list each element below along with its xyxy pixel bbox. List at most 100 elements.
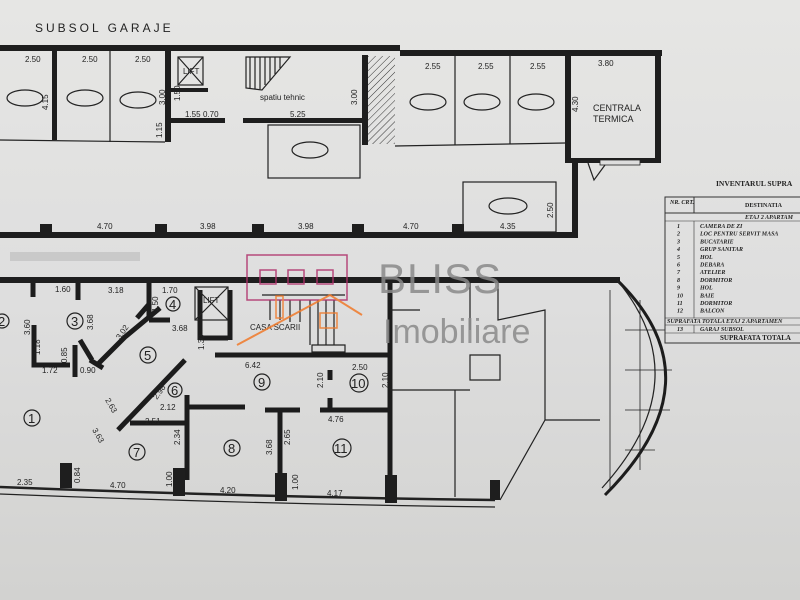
table-cell-name: CAMERA DE ZI xyxy=(700,224,743,230)
pillar xyxy=(352,224,364,234)
pillar xyxy=(275,473,287,501)
dim: 2.55 xyxy=(478,62,494,71)
table-cell-nr: 13 xyxy=(677,327,683,333)
parking-label-oval xyxy=(119,91,157,109)
table-cell-name: DEBARA xyxy=(699,263,724,269)
dim: 2.65 xyxy=(283,429,292,445)
dim: 3.63 xyxy=(90,427,106,445)
table-cell-nr: 12 xyxy=(677,309,683,315)
room-number: 11 xyxy=(334,441,348,456)
parking-stall-lower-right xyxy=(462,181,557,233)
apartment-floor-plan: LIFT CASA SCARII 2 1 3 4 5 6 7 8 9 10 11… xyxy=(0,252,672,508)
table-cell-name: HOL xyxy=(699,255,713,261)
dim: 4.70 xyxy=(110,481,126,490)
dim: 3.98 xyxy=(298,222,314,231)
dim: 2.10 xyxy=(381,372,390,388)
dim: 3.18 xyxy=(108,286,124,295)
parking-label-oval xyxy=(463,93,501,111)
room-number: 9 xyxy=(258,375,265,390)
dim: 1.00 xyxy=(165,471,174,487)
dim: 3.68 xyxy=(265,439,274,455)
dim: 2.50 xyxy=(82,55,98,64)
lift-label: LIFT xyxy=(183,67,200,76)
logo-frame xyxy=(246,254,348,301)
pillar xyxy=(155,224,167,234)
dim: 0.90 xyxy=(80,366,96,375)
lift-label: LIFT xyxy=(203,296,220,305)
dim: 3.80 xyxy=(598,59,614,68)
watermark-brand: BLISS xyxy=(378,255,502,302)
parking-label-oval xyxy=(291,141,329,159)
parking-label-oval xyxy=(6,89,44,107)
room-number: 10 xyxy=(351,376,365,391)
room-number: 5 xyxy=(144,348,151,363)
pillar xyxy=(490,480,500,500)
wall xyxy=(170,118,225,123)
logo-door xyxy=(319,312,338,329)
dim: 1.70 xyxy=(162,286,178,295)
lift-shaft xyxy=(194,286,229,321)
wall xyxy=(243,118,363,123)
dim: 2.50 xyxy=(135,55,151,64)
balcony-curve xyxy=(603,278,668,497)
dim: 2.55 xyxy=(530,62,546,71)
dim: 2.98 xyxy=(151,383,168,401)
table-cell-name: ATELIER xyxy=(699,270,725,276)
boiler-door-swing xyxy=(587,162,606,182)
dim: 3.00 xyxy=(350,89,359,105)
dim: 1.18 xyxy=(33,339,42,355)
dim: 4.15 xyxy=(41,94,50,110)
inventory-title: INVENTARUL SUPRA xyxy=(716,179,793,188)
table-cell-nr: 4 xyxy=(676,247,680,253)
dim: 2.51 xyxy=(145,417,161,426)
dim: 3.60 xyxy=(23,319,32,335)
dim: 4.70 xyxy=(97,222,113,231)
pillar xyxy=(60,463,72,488)
dim: 5.25 xyxy=(290,110,306,119)
dim: 4.70 xyxy=(403,222,419,231)
boiler-wall-left xyxy=(565,52,571,162)
table-subtotal: SUPRAFATA TOTALA ETAJ 2 APARTAMEN xyxy=(667,319,783,325)
dim: 2.63 xyxy=(103,397,119,415)
outer-wall-bottom xyxy=(0,232,578,238)
pillar xyxy=(40,224,52,234)
table-header: NR. CRT. xyxy=(669,200,694,206)
outer-wall-bottom xyxy=(0,485,496,502)
parking-label-oval xyxy=(517,93,555,111)
room-number: 1 xyxy=(28,411,35,426)
boiler-door-steps xyxy=(599,159,641,166)
wall xyxy=(362,55,368,145)
outer-wall-top-right xyxy=(400,50,662,56)
outer-wall-lower-right xyxy=(572,160,578,238)
dim: 4.20 xyxy=(220,486,236,495)
basement-plan: SUBSOL GARAJE 2.50 2.50 2.50 4.15 3.00 1… xyxy=(0,21,662,238)
table-cell-nr: 9 xyxy=(677,286,680,292)
dim: 1.00 xyxy=(291,474,300,490)
basement-title: SUBSOL GARAJE xyxy=(35,21,174,35)
inventory-table: INVENTARUL SUPRA NR. CRT. DESTINATIA ETA… xyxy=(664,179,800,344)
table-section: ETAJ 2 APARTAM xyxy=(744,215,794,221)
dim: 3.00 xyxy=(158,89,167,105)
dim: 4.35 xyxy=(500,222,516,231)
dim: 0.84 xyxy=(73,467,82,483)
table-cell-nr: 11 xyxy=(677,301,683,307)
table-cell-nr: 8 xyxy=(677,278,680,284)
stair-label: CASA SCARII xyxy=(250,323,300,332)
table-cell-name: HOL xyxy=(699,286,713,292)
dim: 1.50 xyxy=(173,85,182,101)
dim: 4.17 xyxy=(327,489,343,498)
lift-shaft xyxy=(177,56,204,86)
logo-window xyxy=(287,269,305,285)
room-number: 7 xyxy=(133,445,140,460)
table-total: SUPRAFATA TOTALA xyxy=(720,334,791,342)
hatched-area xyxy=(368,56,395,144)
dim: 1.72 xyxy=(42,366,58,375)
table-cell-nr: 3 xyxy=(676,239,680,245)
dim: 2.50 xyxy=(546,202,555,218)
table-cell-name: BALCON xyxy=(699,309,725,315)
dim: 3.68 xyxy=(86,314,95,330)
dim: 4.30 xyxy=(571,96,580,112)
dim: 2.35 xyxy=(17,478,33,487)
